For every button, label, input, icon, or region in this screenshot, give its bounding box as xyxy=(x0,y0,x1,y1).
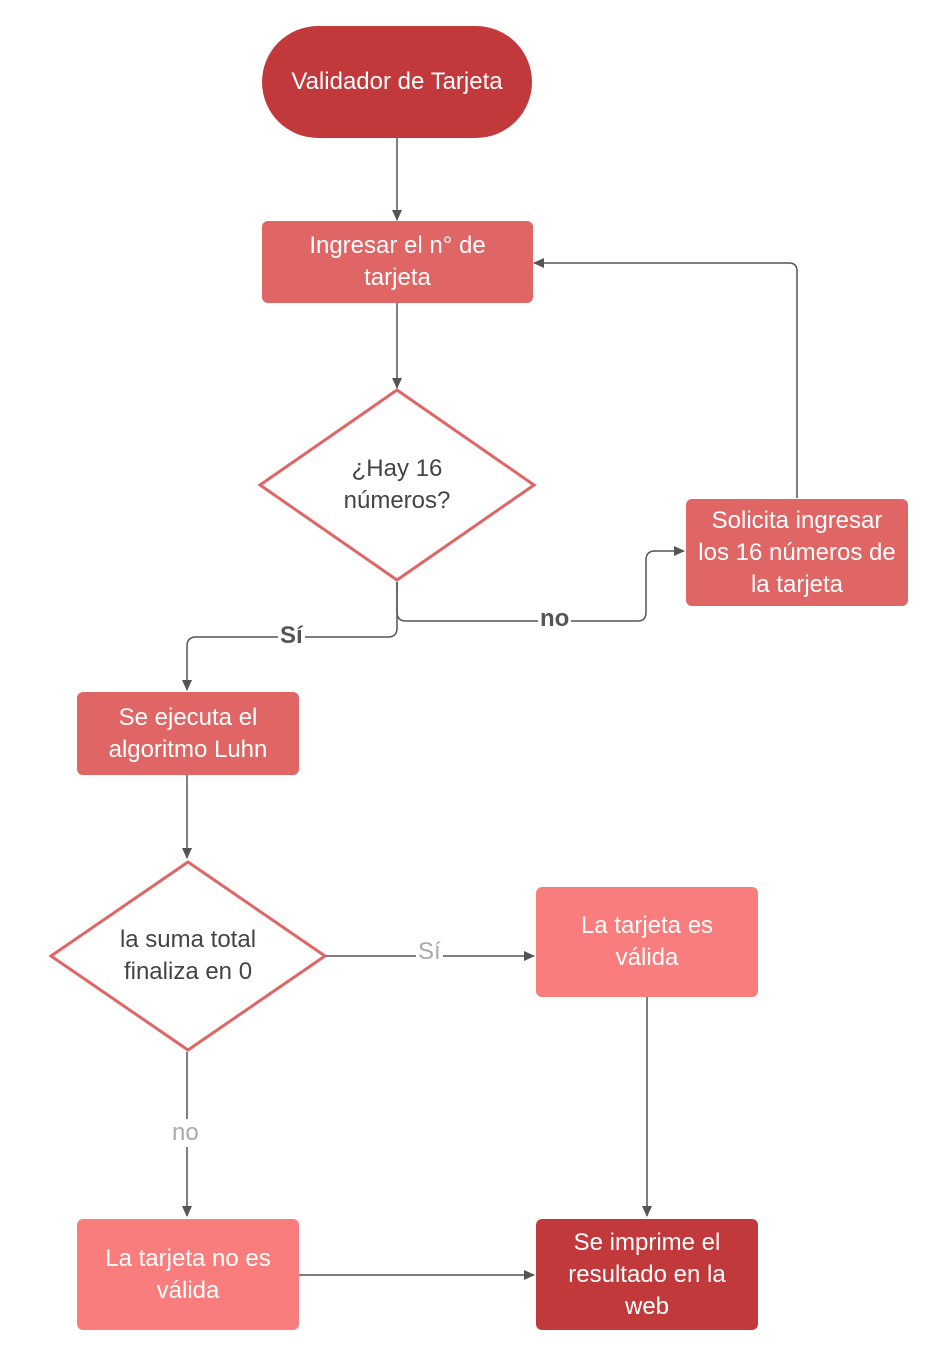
start-node-label: Validador de Tarjeta xyxy=(291,68,503,95)
edge-label-check16-no: no xyxy=(538,605,572,633)
check16-label: ¿Hay 16 números? xyxy=(343,455,451,514)
connector-check16-no xyxy=(396,546,685,622)
invalid-node-label: La tarjeta no es válida xyxy=(105,1244,271,1304)
edge-label-sumcheck-no: no xyxy=(170,1119,201,1147)
valid-node: La tarjeta es válida xyxy=(536,887,758,997)
invalid-node: La tarjeta no es válida xyxy=(77,1219,299,1330)
connector-request-input xyxy=(533,258,798,498)
luhn-node-label: Se ejecuta el algoritmo Luhn xyxy=(108,703,268,763)
edge-label-sumcheck-yes: Sí xyxy=(416,938,443,966)
luhn-node: Se ejecuta el algoritmo Luhn xyxy=(77,692,299,775)
input-node-label: Ingresar el n° de tarjeta xyxy=(309,232,486,291)
valid-node-label: La tarjeta es válida xyxy=(580,912,714,971)
check16-decision: ¿Hay 16 números? xyxy=(310,440,484,530)
diamond-check16-shape xyxy=(257,388,537,582)
sumcheck-label: la suma total finaliza en 0 xyxy=(119,926,257,985)
input-node: Ingresar el n° de tarjeta xyxy=(262,221,533,303)
request-node: Solicita ingresar los 16 números de la t… xyxy=(686,499,908,606)
request-node-label: Solicita ingresar los 16 números de la t… xyxy=(698,506,896,598)
sumcheck-decision: la suma total finaliza en 0 xyxy=(98,910,278,1002)
diamond-sumcheck-shape xyxy=(48,860,328,1052)
print-node: Se imprime el resultado en la web xyxy=(536,1219,758,1330)
start-node: Validador de Tarjeta xyxy=(262,26,532,138)
print-node-label: Se imprime el resultado en la web xyxy=(568,1228,726,1320)
edge-label-check16-yes: Sí xyxy=(278,622,305,650)
